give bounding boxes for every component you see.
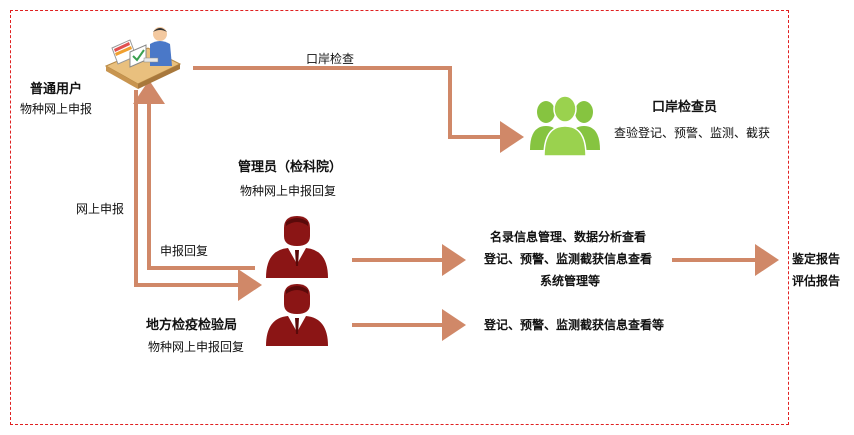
local-bureau-title: 地方检疫检验局: [146, 318, 238, 333]
normal-user-sub: 物种网上申报: [20, 102, 93, 116]
local-bureau-sub: 物种网上申报回复: [148, 340, 245, 354]
report-assessment: 评估报告: [792, 274, 841, 288]
report-appraisal: 鉴定报告: [792, 252, 841, 266]
admin-title: 管理员（检科院）: [238, 160, 343, 175]
admin-function-3: 系统管理等: [540, 274, 601, 288]
person-suit-icon: [266, 216, 328, 278]
normal-user-title: 普通用户: [30, 82, 83, 97]
arrow-user-to-officer: [193, 66, 524, 153]
port-officer-title: 口岸检查员: [652, 100, 718, 115]
edge-label-online-report: 网上申报: [76, 202, 125, 216]
edge-label-port-check: 口岸检查: [306, 52, 355, 66]
group-people-icon: [530, 95, 600, 157]
edge-label-report-reply: 申报回复: [160, 244, 209, 258]
local-functions: 登记、预警、监测截获信息查看等: [484, 318, 665, 332]
computer-user-icon: [104, 27, 182, 89]
arrow-reply-to-user: [133, 80, 255, 270]
admin-function-1: 名录信息管理、数据分析查看: [490, 230, 647, 244]
admin-sub: 物种网上申报回复: [240, 184, 337, 198]
arrow-user-to-bureau: [134, 90, 262, 301]
local-person-suit-icon: [266, 284, 328, 346]
port-officer-sub: 查验登记、预警、监测、截获: [614, 126, 771, 140]
admin-function-2: 登记、预警、监测截获信息查看: [484, 252, 653, 266]
dashed-boundary: [10, 10, 789, 425]
